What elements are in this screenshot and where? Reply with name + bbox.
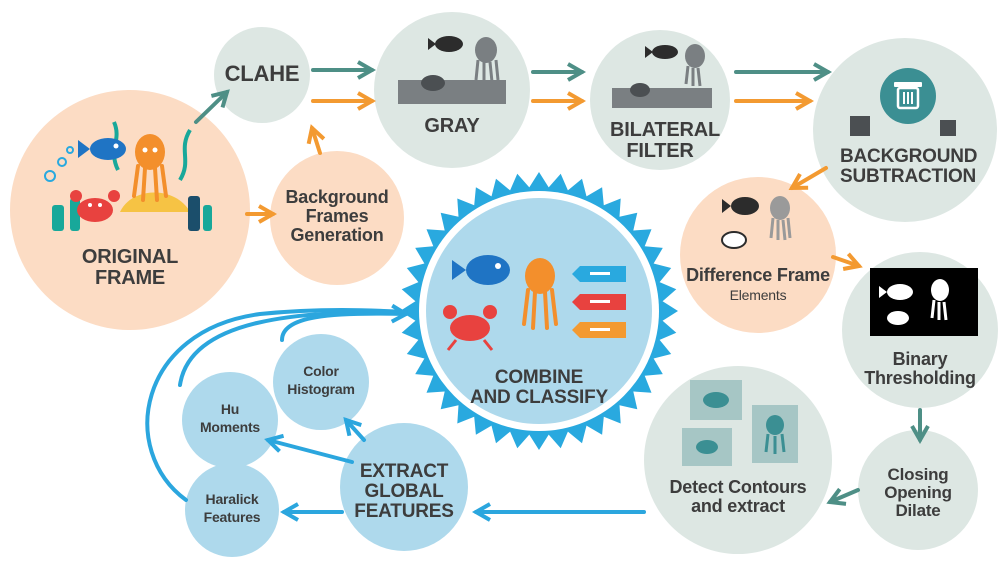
crab-icon: [70, 190, 120, 222]
label-gray: GRAY: [424, 115, 480, 137]
seabed-icon-2: [940, 120, 956, 136]
node-background-subtraction: [813, 38, 997, 222]
arrow-original-to-clahe: [194, 89, 230, 124]
fish-icon: [78, 138, 126, 160]
node-haralick-features: [185, 463, 279, 557]
underwater-scene-icon: [44, 121, 212, 231]
node-extract-global-features: [340, 423, 468, 551]
gray-scene-icon: [398, 36, 506, 104]
contour-boxes-icon: [682, 380, 798, 466]
node-combine-classify: [400, 172, 678, 450]
seabed-icon: [850, 116, 870, 136]
arrow-bgframes-to-clahe: [306, 124, 326, 155]
tag-icon: [572, 266, 626, 338]
node-background-frames-generation: [270, 151, 404, 285]
node-color-histogram: [273, 334, 369, 430]
arrow-closing-to-contours: [826, 487, 860, 506]
trash-icon: [880, 68, 936, 124]
node-clahe: [214, 27, 310, 123]
arrow-bgsub-to-difference: [788, 166, 828, 191]
node-closing-opening-dilate: [858, 430, 978, 550]
classify-octopus-icon: [522, 258, 558, 330]
arrow-difference-to-binary: [831, 252, 863, 271]
node-difference-frame: [680, 177, 836, 333]
arrow-features-to-hu: [264, 433, 354, 464]
difference-elements-icon: [721, 196, 792, 249]
classify-crab-icon: [443, 305, 497, 351]
octopus-icon: [132, 134, 168, 202]
filtered-scene-icon: [612, 44, 712, 108]
classify-fish-icon: [452, 255, 510, 285]
arrow-features-to-histogram: [343, 417, 366, 442]
binary-image-icon: [870, 268, 978, 336]
label-clahe: CLAHE: [224, 61, 300, 86]
arrow-haralick-to-combine: [145, 308, 408, 502]
node-hu-moments: [182, 372, 278, 468]
